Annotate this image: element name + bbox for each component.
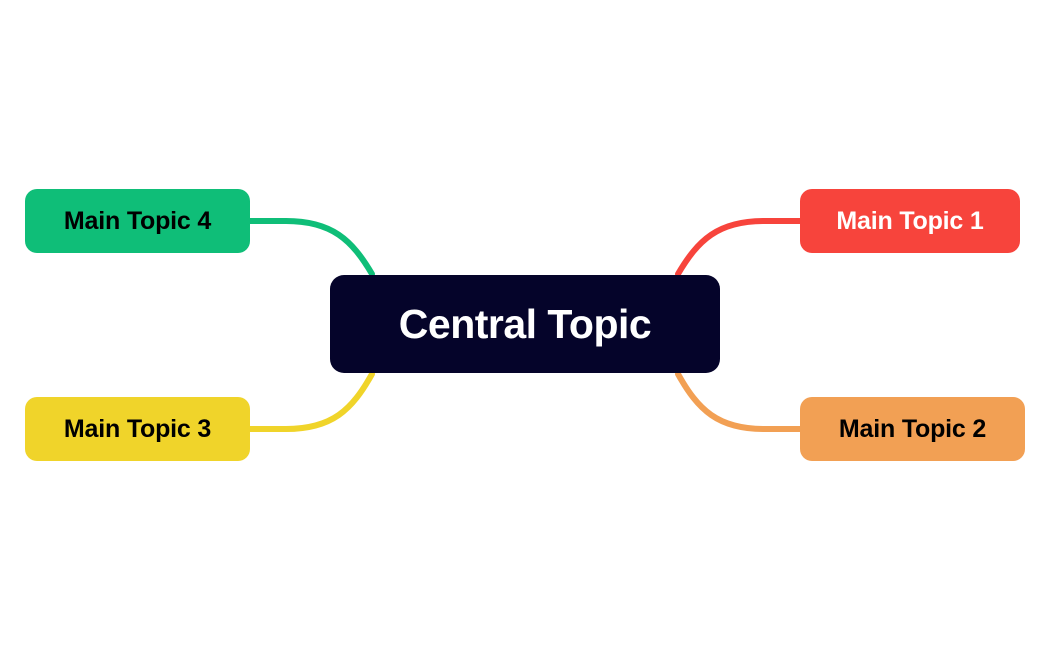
mindmap-node-main-topic-1[interactable]: Main Topic 1	[800, 189, 1020, 253]
mindmap-node-label-main-topic-1: Main Topic 1	[836, 206, 984, 235]
mindmap-node-label-main-topic-4: Main Topic 4	[63, 206, 212, 235]
connector-topic-4	[247, 218, 375, 277]
mindmap-node-label-main-topic-3: Main Topic 3	[63, 414, 212, 443]
mindmap-node-main-topic-3[interactable]: Main Topic 3	[25, 397, 250, 461]
mindmap-node-label-central-topic: Central Topic	[398, 300, 652, 347]
mindmap-node-label-main-topic-2: Main Topic 2	[838, 414, 987, 443]
connector-topic-1	[675, 218, 803, 277]
connector-topic-2	[675, 371, 803, 432]
connector-topic-3	[247, 371, 375, 432]
mindmap-node-central-topic[interactable]: Central Topic	[330, 275, 720, 373]
mindmap-node-main-topic-2[interactable]: Main Topic 2	[800, 397, 1025, 461]
mindmap-node-main-topic-4[interactable]: Main Topic 4	[25, 189, 250, 253]
